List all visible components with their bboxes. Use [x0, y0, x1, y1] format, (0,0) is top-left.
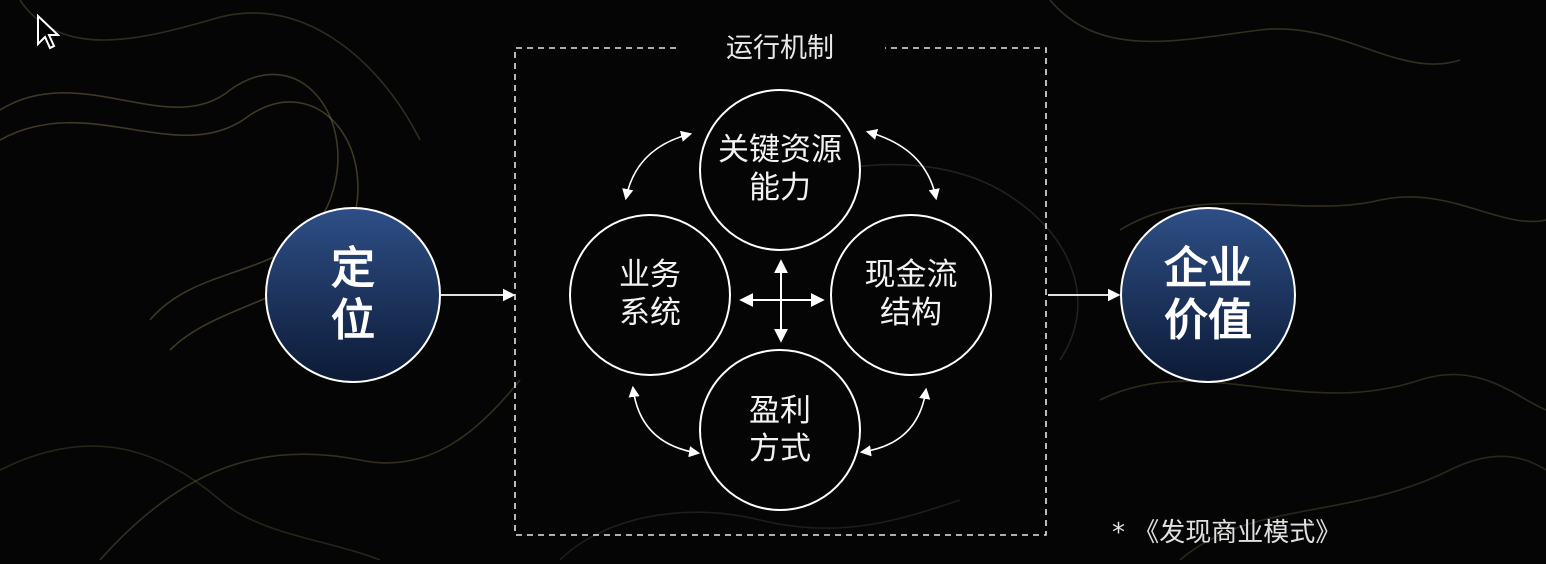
business-system-label: 业务 系统: [619, 257, 681, 331]
curve-arrow-top-right: [865, 128, 940, 201]
curve-arrow-top-left: [622, 130, 693, 201]
positioning-label: 定 位: [331, 243, 375, 346]
enterprise-value-node: [1120, 207, 1296, 383]
circle-cash-flow: [830, 214, 992, 376]
enterprise-value-label: 企业 价值: [1164, 243, 1252, 346]
positioning-node: [265, 207, 441, 383]
mechanism-label: 运行机制: [726, 33, 834, 64]
curve-arrow-bottom-left: [628, 385, 701, 458]
mouse-cursor-icon: [37, 14, 60, 50]
source-note: * 《发现商业模式》: [1112, 518, 1342, 548]
key-resources-label: 关键资源 能力: [718, 132, 842, 206]
circle-business-system: [569, 214, 731, 376]
curve-arrow-bottom-right: [859, 387, 931, 457]
circle-key-resources: [699, 89, 861, 251]
cash-flow-label: 现金流 结构: [864, 257, 958, 331]
mechanism-box: [514, 47, 1047, 536]
profit-model-label: 盈利 方式: [749, 393, 811, 467]
